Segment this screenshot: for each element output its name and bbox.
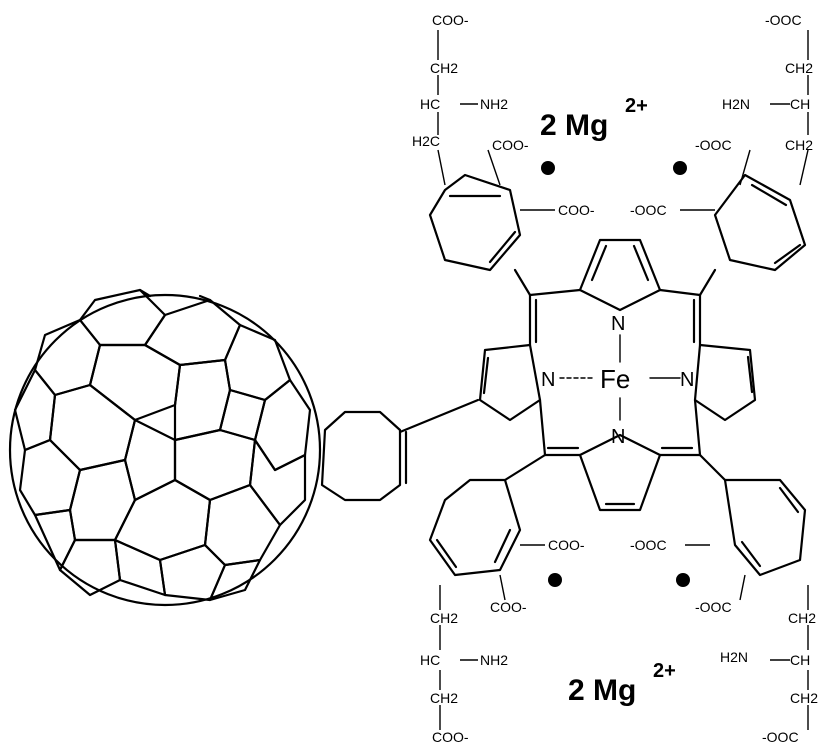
magnesium-label-top: 2 Mg 2+ — [540, 95, 648, 142]
magnesium-dot — [548, 573, 562, 587]
carboxylate-label: COO- — [548, 537, 585, 553]
cyclohexene-ring — [320, 398, 480, 502]
amine-label: H2N — [720, 649, 748, 665]
methine-label: CH — [790, 96, 810, 112]
magnesium-dot — [673, 161, 687, 175]
methylene-label: CH2 — [790, 690, 818, 706]
methylene-label: CH2 — [430, 610, 458, 626]
carboxylate-label: -OOC — [762, 729, 799, 745]
nitrogen-atom-right: N — [680, 369, 694, 391]
fullerene-cage — [8, 288, 322, 607]
carboxylate-label: COO- — [432, 729, 469, 745]
carboxylate-label: COO- — [558, 202, 595, 218]
carboxylate-label: -OOC — [630, 537, 667, 553]
phenyl-ring-top-left — [428, 173, 522, 272]
phenyl-ring-bottom-left — [428, 478, 522, 577]
carboxylate-label: -OOC — [765, 12, 802, 28]
nitrogen-atom-left: N — [541, 369, 555, 391]
nitrogen-atom-bottom: N — [611, 426, 625, 448]
methylene-label: CH2 — [785, 137, 813, 153]
carboxylate-label: -OOC — [695, 137, 732, 153]
methylene-label: H2C — [412, 133, 440, 149]
carboxylate-label: -OOC — [695, 599, 732, 615]
magnesium-label-bottom: 2 Mg 2+ — [568, 660, 676, 707]
methine-label: HC — [420, 96, 440, 112]
amine-label: NH2 — [480, 652, 508, 668]
svg-text:2 Mg: 2 Mg — [540, 109, 608, 142]
amine-label: H2N — [722, 96, 750, 112]
iron-atom: Fe — [600, 364, 630, 394]
carboxylate-label: COO- — [432, 12, 469, 28]
carboxylate-label: COO- — [492, 137, 529, 153]
magnesium-dot — [541, 161, 555, 175]
methine-label: HC — [420, 652, 440, 668]
svg-text:2+: 2+ — [653, 660, 676, 682]
phenyl-ring-top-right — [713, 173, 807, 272]
carboxylate-label: -OOC — [630, 202, 667, 218]
phenyl-ring-bottom-right — [723, 478, 807, 577]
svg-text:2 Mg: 2 Mg — [568, 674, 636, 707]
methylene-label: CH2 — [430, 690, 458, 706]
methylene-label: CH2 — [788, 610, 816, 626]
magnesium-dot — [676, 573, 690, 587]
methylene-label: CH2 — [430, 60, 458, 76]
amine-label: NH2 — [480, 96, 508, 112]
porphyrin-core — [478, 238, 757, 512]
nitrogen-atom-top: N — [611, 313, 625, 335]
carboxylate-label: COO- — [490, 599, 527, 615]
methine-label: CH — [790, 652, 810, 668]
methylene-label: CH2 — [785, 60, 813, 76]
side-chain-bonds — [437, 30, 809, 730]
svg-text:2+: 2+ — [625, 95, 648, 117]
